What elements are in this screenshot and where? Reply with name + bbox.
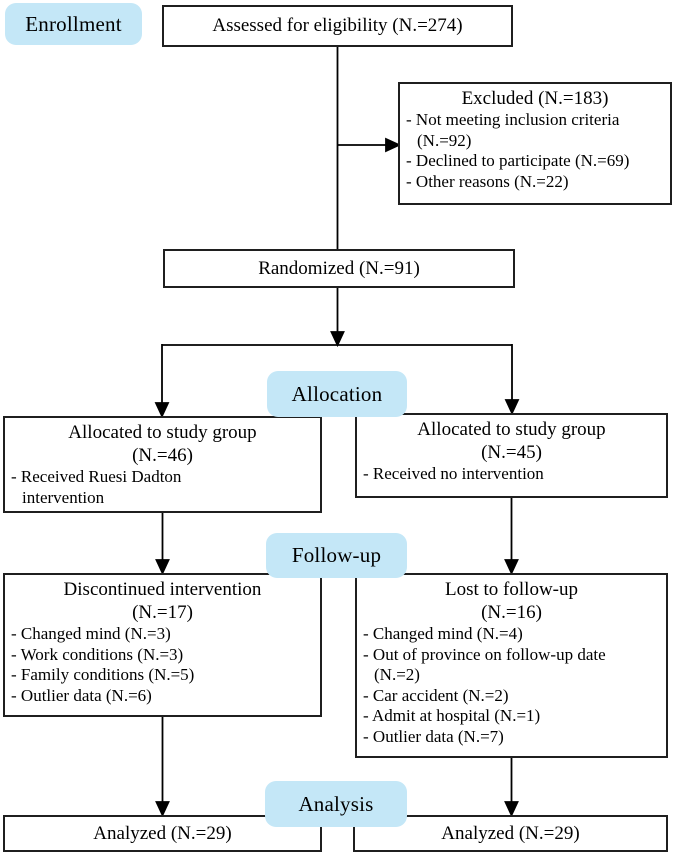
- lost-reason-list: - Changed mind (N.=4) - Out of province …: [357, 624, 666, 749]
- box-title: Allocated to study group (N.=45): [357, 415, 666, 464]
- box-title: Discontinued intervention (N.=17): [5, 575, 320, 624]
- box-title-line: (N.=46): [132, 445, 193, 466]
- box-analyzed-title: Analyzed (N.=29): [441, 822, 580, 844]
- list-item: - Received no intervention: [363, 464, 544, 483]
- list-item: - Car accident (N.=2): [363, 685, 509, 705]
- box-title-line: Allocated to study group: [68, 422, 257, 443]
- list-item: - Not meeting inclusion criteria (N.=92): [406, 110, 620, 150]
- box-excluded: Excluded (N.=183) - Not meeting inclusio…: [398, 82, 672, 205]
- arrow-alloc-to-followup-left: [155, 512, 170, 576]
- list-item: - Received Ruesi Dadton intervention: [11, 467, 182, 507]
- arrow-randomized-to-split: [330, 287, 345, 348]
- list-item: - Outlier data (N.=6): [11, 685, 152, 705]
- box-title-line: (N.=17): [132, 602, 193, 623]
- arrow-alloc-to-followup-right: [504, 497, 519, 576]
- box-title-line: Lost to follow-up: [445, 579, 578, 600]
- arrow-split-to-alloc-right: [504, 344, 520, 416]
- box-title-line: Discontinued intervention: [63, 579, 262, 600]
- box-randomized-title: Randomized (N.=91): [258, 257, 420, 279]
- stage-label-enrollment: Enrollment: [5, 3, 142, 45]
- box-assessed-title: Assessed for eligibility (N.=274): [212, 15, 463, 36]
- arrow-followup-to-analyzed-left: [155, 716, 170, 818]
- box-discontinued-intervention: Discontinued intervention (N.=17) - Chan…: [3, 573, 322, 717]
- list-item: - Out of province on follow-up date (N.=…: [363, 644, 606, 685]
- arrow-split-to-alloc-left: [154, 344, 170, 419]
- stage-label-allocation: Allocation: [267, 371, 407, 417]
- box-assessed-eligibility: Assessed for eligibility (N.=274): [162, 5, 513, 47]
- box-analyzed-title: Analyzed (N.=29): [93, 822, 232, 844]
- list-item: - Changed mind (N.=3): [11, 624, 171, 643]
- box-randomized: Randomized (N.=91): [163, 249, 515, 288]
- arrow-to-excluded: [337, 137, 402, 153]
- box-allocated-intervention-group: Allocated to study group (N.=46) - Recei…: [3, 416, 322, 513]
- list-item: - Other reasons (N.=22): [406, 171, 569, 191]
- discontinued-reason-list: - Changed mind (N.=3) - Work conditions …: [5, 624, 320, 708]
- box-title-line: (N.=16): [481, 602, 542, 623]
- list-item: - Family conditions (N.=5): [11, 665, 195, 684]
- list-item: - Outlier data (N.=7): [363, 726, 504, 746]
- allocation-detail-list: - Received no intervention: [357, 464, 666, 487]
- list-item: - Declined to participate (N.=69): [406, 151, 630, 170]
- box-lost-to-followup: Lost to follow-up (N.=16) - Changed mind…: [355, 573, 668, 758]
- allocation-detail-list: - Received Ruesi Dadton intervention: [5, 467, 320, 510]
- box-allocated-control-group: Allocated to study group (N.=45) - Recei…: [355, 413, 668, 498]
- stage-label-analysis: Analysis: [265, 781, 407, 827]
- list-item: - Work conditions (N.=3): [11, 644, 184, 664]
- list-item: - Admit at hospital (N.=1): [363, 706, 541, 725]
- excluded-reason-list: - Not meeting inclusion criteria (N.=92)…: [400, 110, 670, 194]
- box-title: Allocated to study group (N.=46): [5, 418, 320, 467]
- box-excluded-title: Excluded (N.=183): [461, 88, 609, 109]
- list-item: - Changed mind (N.=4): [363, 624, 523, 643]
- box-title-line: (N.=45): [481, 442, 542, 463]
- box-title: Lost to follow-up (N.=16): [357, 575, 666, 624]
- arrow-followup-to-analyzed-right: [504, 757, 519, 818]
- box-title-line: Allocated to study group: [417, 419, 606, 440]
- stage-label-followup: Follow-up: [266, 533, 407, 578]
